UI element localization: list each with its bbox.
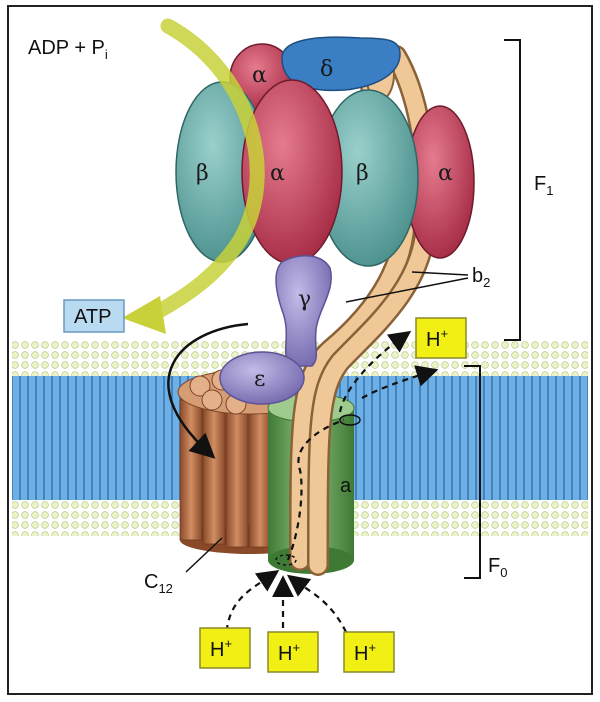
proton-channel-bottom [275,554,297,566]
epsilon-subunit [219,351,305,405]
substrate-to-product-arrow [142,18,265,324]
proton-channel-top [339,414,361,426]
epsilon-label: ε [254,367,265,392]
f1-label: F1 [534,173,553,198]
b2-leader-1 [411,271,469,276]
proton-box-bottom-3 [343,631,395,673]
c12-label: C12 [144,571,173,596]
beta-left-label: β [196,161,209,186]
proton-bottom-2-label: H+ [278,640,300,665]
b2-label: b2 [472,265,490,290]
atp-box [63,299,125,333]
proton-bottom-3-label: H+ [354,640,376,665]
f1-bracket [504,39,521,341]
b2-leader-2 [345,277,469,303]
a-label: a [340,475,352,497]
rotation-arrow [167,322,249,459]
alpha-top-label: α [252,63,267,88]
alpha-right-label: α [438,161,453,186]
proton-box-bottom-1 [199,627,251,669]
proton-box-top [415,317,467,359]
gamma-subunit [275,255,332,367]
c12-leader [185,537,223,573]
proton-bottom-1-label: H+ [210,636,232,661]
proton-top-label: H+ [426,326,448,351]
atp-label: ATP [74,306,111,328]
f0-label: F0 [488,555,507,580]
proton-boxes [199,317,467,673]
beta-right-label: β [356,161,369,186]
delta-label: δ [320,57,333,82]
alpha-front-label: α [270,161,285,186]
reactant-label: ADP + Pi [28,37,108,62]
proton-box-bottom-2 [267,631,319,673]
product-arrowhead [122,296,166,334]
gamma-label: γ [298,287,311,312]
f0-bracket [464,365,481,579]
